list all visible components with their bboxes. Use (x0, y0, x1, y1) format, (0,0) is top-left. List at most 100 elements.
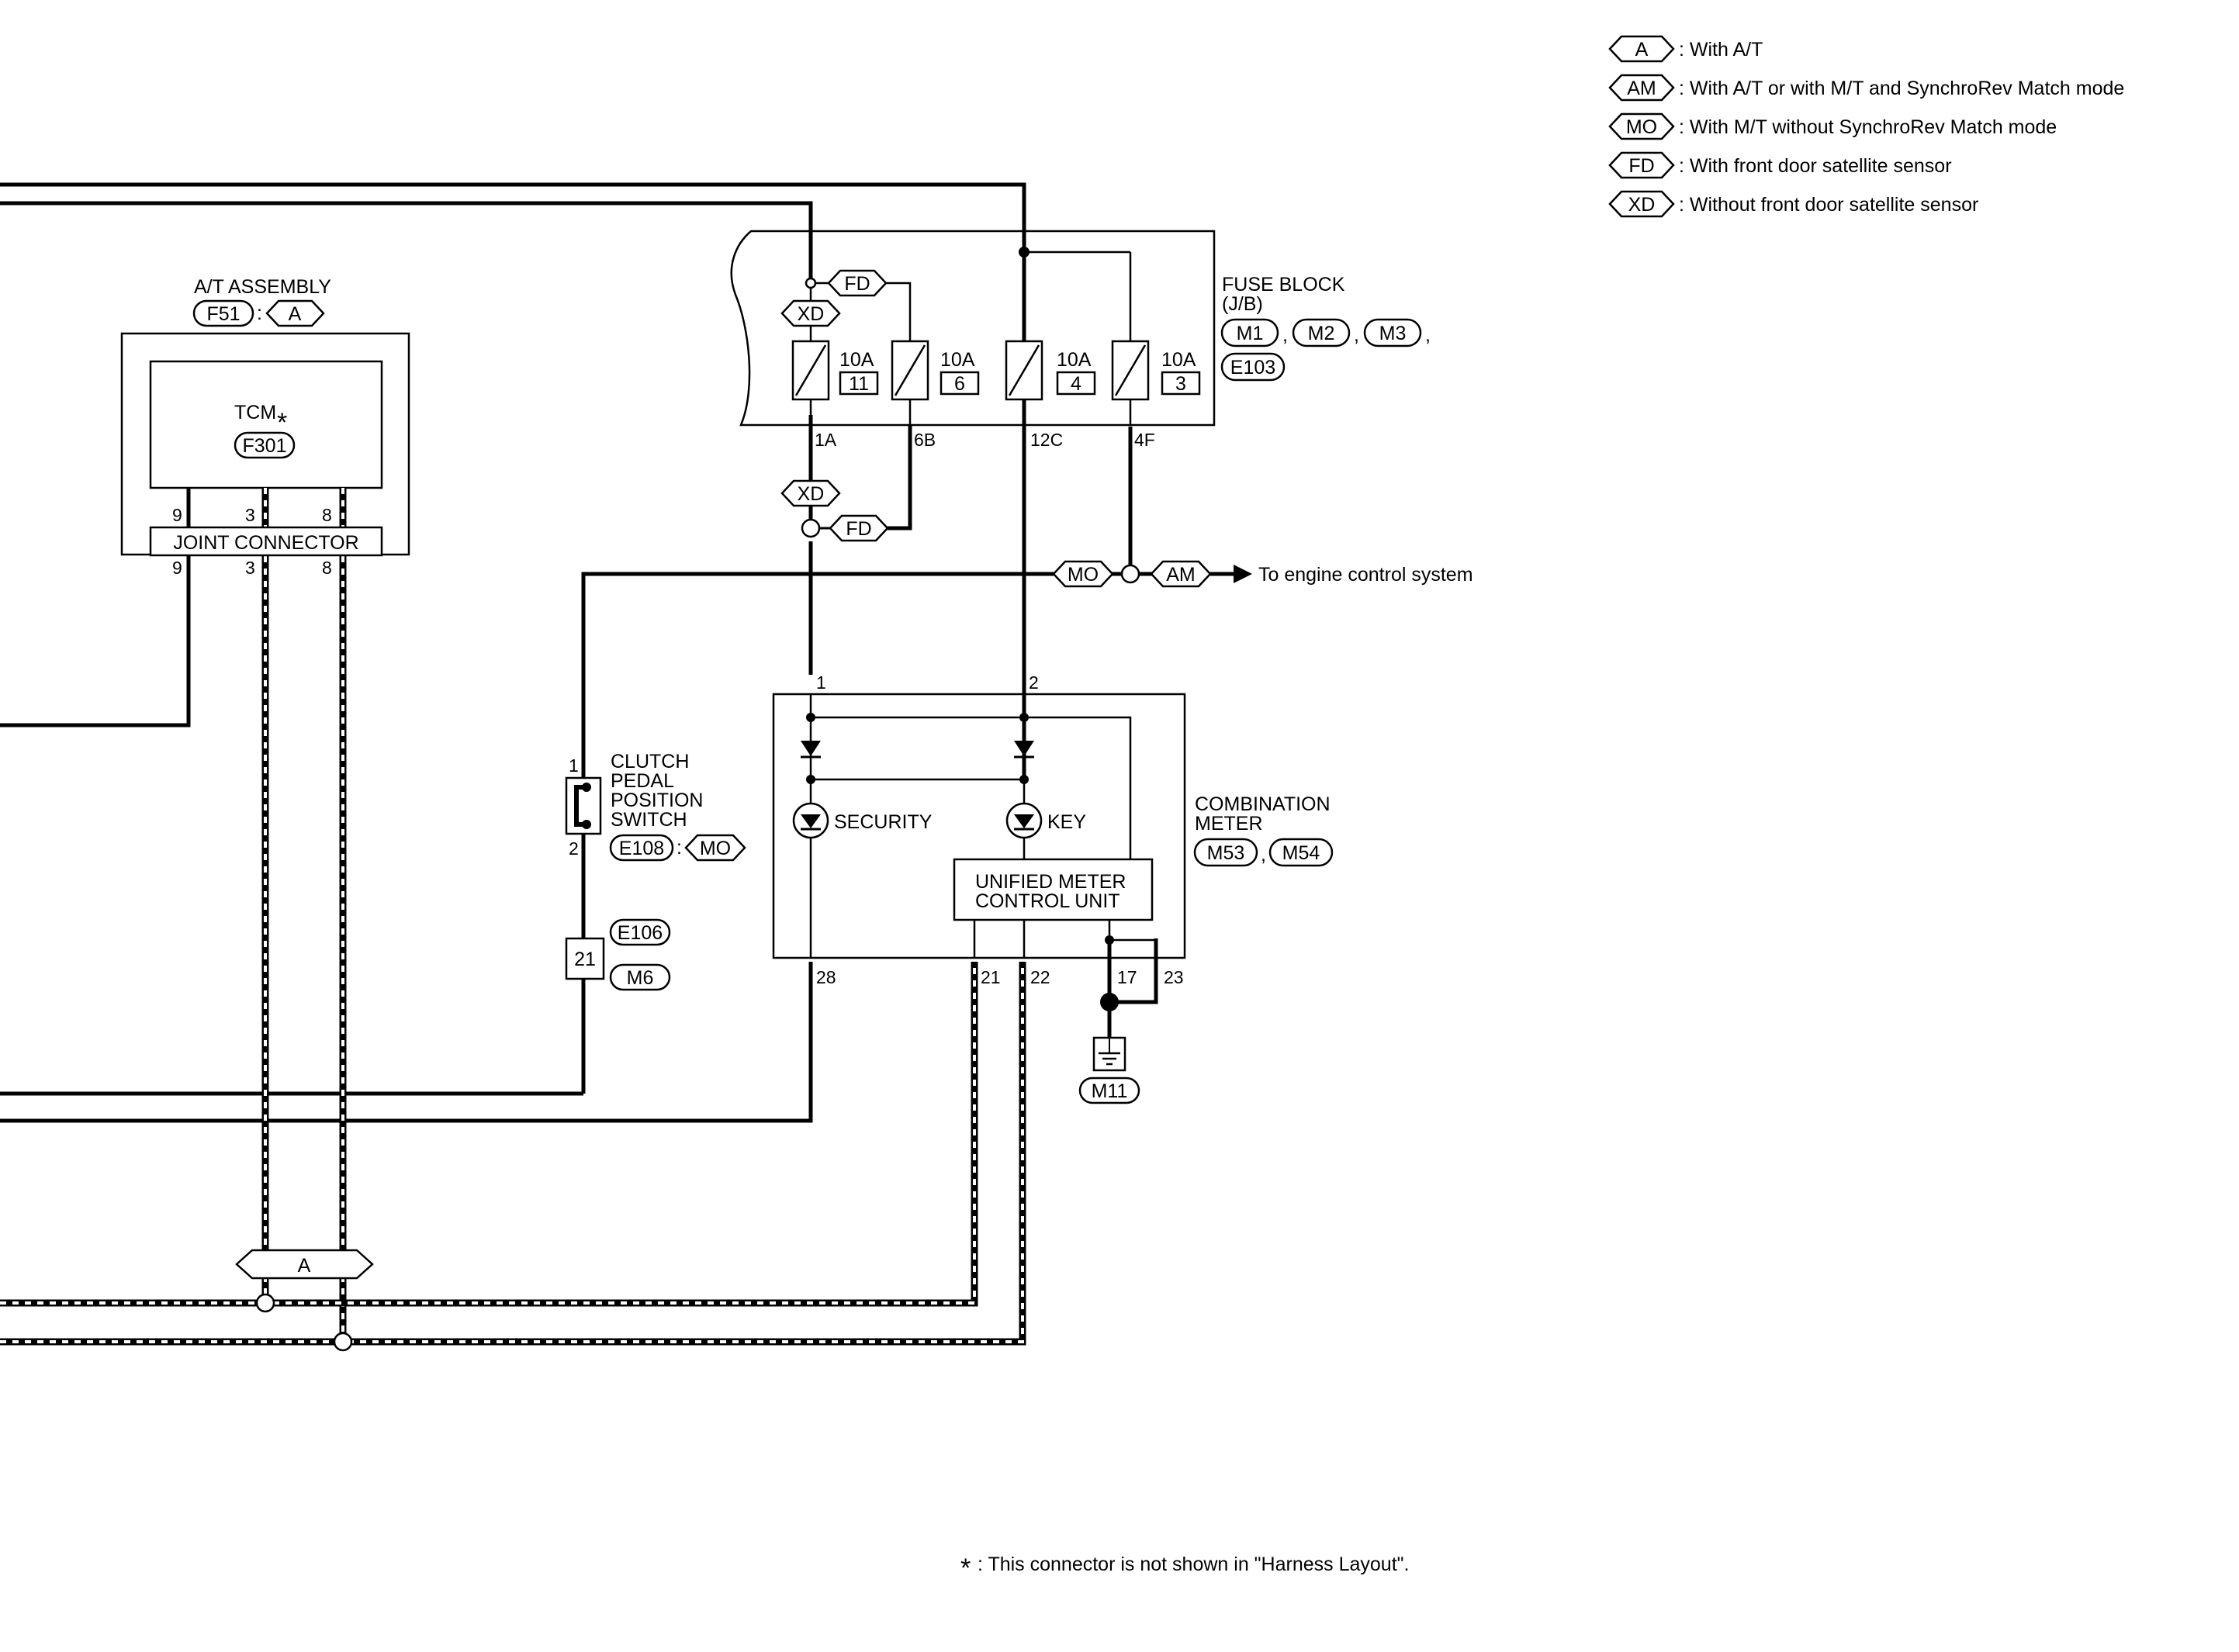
svg-text:21: 21 (574, 949, 596, 970)
svg-text:F301: F301 (243, 435, 287, 457)
footnote-star: * (960, 1554, 971, 1583)
svg-text:10A: 10A (940, 349, 975, 371)
svg-text:23: 23 (1164, 967, 1184, 987)
fd-tag-outer (829, 514, 889, 542)
condition-a-tag (265, 299, 325, 327)
svg-text:CLUTCH: CLUTCH (611, 751, 689, 772)
wire-engine-mo (581, 572, 1054, 1094)
connector-m1 (1220, 318, 1279, 347)
svg-text:2: 2 (569, 838, 579, 859)
svg-text:10A: 10A (1057, 349, 1092, 371)
legend-code: MO (1626, 116, 1657, 138)
svg-text:M6: M6 (627, 967, 654, 989)
connector-m53 (1193, 838, 1258, 867)
tcm-box (149, 360, 383, 489)
svg-text:17: 17 (1117, 967, 1137, 987)
fuse-block-title: FUSE BLOCK (1222, 274, 1345, 295)
fuse-block: FD XD 10A 11 1A 10A 6 6B 10A (730, 230, 1431, 450)
fuse-4: 10A 4 12C (1005, 340, 1096, 450)
connector-m11 (1078, 1077, 1140, 1104)
connector-m2 (1292, 318, 1351, 347)
joint-21: 21 E106 M6 (565, 918, 671, 991)
ground-m11: M11 (1078, 993, 1140, 1104)
svg-text:3: 3 (1175, 373, 1186, 395)
legend-text: : Without front door satellite sensor (1679, 194, 1978, 216)
svg-text:9: 9 (172, 558, 182, 578)
svg-text:AM: AM (1166, 564, 1196, 586)
engine-control-label: To engine control system (1258, 564, 1473, 586)
svg-text:UNIFIED METER: UNIFIED METER (975, 871, 1126, 893)
svg-text:POSITION: POSITION (611, 790, 703, 811)
legend-code: XD (1628, 194, 1656, 216)
condition-mo-tag (684, 834, 746, 862)
tcm-label: TCM (234, 402, 276, 423)
svg-text:XD: XD (798, 303, 825, 325)
svg-text:FD: FD (846, 518, 871, 540)
connector-m6 (609, 963, 671, 991)
svg-text:,: , (1354, 324, 1359, 346)
legend-text: : With front door satellite sensor (1679, 155, 1952, 177)
fuse-block-subtitle: (J/B) (1222, 293, 1263, 315)
svg-text:28: 28 (816, 967, 836, 987)
joint-connector-box (149, 526, 383, 557)
svg-text:,: , (1425, 324, 1431, 346)
svg-text:4F: 4F (1134, 430, 1155, 450)
combination-meter: 1 2 SECURITY KEY UNIFIED METER (772, 672, 1334, 987)
arrow-to-engine (1234, 565, 1252, 583)
svg-text:MO: MO (700, 838, 731, 859)
svg-text:3: 3 (245, 505, 255, 525)
wire-1a (0, 201, 813, 283)
connector-e103 (1220, 352, 1286, 382)
legend-row-a: A : With A/T (1608, 35, 1763, 63)
svg-text:E106: E106 (618, 922, 663, 944)
svg-text:XD: XD (798, 483, 825, 505)
wire-top-12c (0, 182, 1026, 783)
fuse-3: 10A 3 4F (1111, 340, 1201, 450)
combination-meter-title: COMBINATION (1195, 793, 1331, 815)
joint-connector-label: JOINT CONNECTOR (173, 532, 358, 554)
at-assembly-title: A/T ASSEMBLY (194, 276, 331, 298)
connector-e108 (609, 834, 674, 862)
wire-meter-28-return (0, 962, 813, 1123)
svg-text:M53: M53 (1207, 842, 1245, 864)
connector-e106 (609, 918, 671, 946)
footnote: * : This connector is not shown in "Harn… (960, 1554, 1409, 1583)
svg-text:M54: M54 (1282, 842, 1320, 864)
mo-tag (1052, 560, 1114, 588)
shield-tag-a: A (235, 1249, 374, 1280)
svg-text:A: A (298, 1255, 311, 1277)
fuse-block-outline (730, 230, 1216, 427)
fuse-11: 10A 11 1A (791, 340, 879, 450)
svg-text:M2: M2 (1308, 323, 1335, 344)
svg-text:,: , (1261, 844, 1266, 866)
svg-text:,: , (1282, 324, 1288, 346)
tcm-star: * (277, 408, 287, 437)
fuse-6: 10A 6 6B (891, 340, 980, 450)
splice-xd-fd: XD FD (780, 425, 912, 542)
svg-text:6: 6 (954, 373, 965, 395)
svg-text:1: 1 (569, 755, 579, 776)
connector-f301 (234, 431, 296, 459)
svg-text:E108: E108 (619, 838, 664, 859)
wires (0, 182, 1252, 1123)
svg-text:11: 11 (849, 373, 869, 395)
legend: A : With A/T AM : With A/T or with M/T a… (1608, 35, 2124, 218)
xd-tag-inner (780, 299, 841, 327)
svg-text::: : (257, 302, 262, 324)
svg-text:1: 1 (816, 672, 826, 693)
svg-text:2: 2 (1029, 672, 1039, 693)
connector-m54 (1268, 838, 1334, 867)
key-led: KEY (1005, 802, 1086, 839)
security-led: SECURITY (792, 802, 933, 839)
svg-text:FD: FD (844, 273, 870, 295)
svg-text:E103: E103 (1230, 357, 1275, 378)
legend-code: A (1635, 39, 1649, 60)
svg-text:10A: 10A (839, 349, 874, 371)
legend-code: AM (1627, 78, 1656, 99)
wire-left-return-9 (0, 557, 191, 728)
svg-text:10A: 10A (1161, 349, 1196, 371)
legend-row-fd: FD : With front door satellite sensor (1608, 151, 1952, 179)
at-assembly: A/T ASSEMBLY F51 : A TCM * F301 9 3 8 JO… (120, 276, 410, 578)
legend-row-am: AM : With A/T or with M/T and SynchroRev… (1608, 74, 2124, 102)
